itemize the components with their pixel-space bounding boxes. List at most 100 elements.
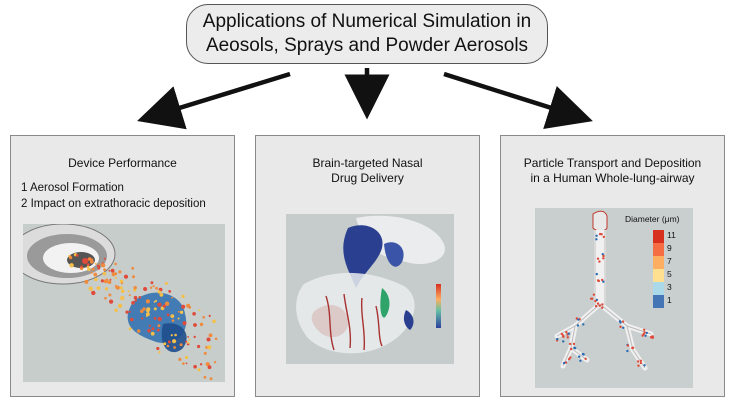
panel-nasal-delivery: Brain-targeted Nasal Drug Delivery	[255, 135, 480, 397]
spray-particle	[163, 342, 167, 346]
airway-particle	[602, 235, 605, 239]
spray-particle	[155, 286, 159, 290]
spray-particle	[103, 279, 108, 284]
airway-particle	[556, 337, 559, 341]
legend-label: 5	[667, 269, 672, 279]
airway-particle	[595, 272, 598, 276]
spray-particle	[150, 331, 155, 336]
spray-particle	[128, 294, 131, 297]
spray-particle	[138, 296, 142, 299]
nasal-cavity-simulation-image	[286, 214, 454, 364]
airway-particle	[562, 340, 565, 343]
spray-particle	[104, 287, 109, 291]
spray-particle	[109, 278, 112, 281]
spray-particle	[103, 268, 106, 272]
airway-particle	[621, 320, 625, 323]
airway-particle	[626, 349, 629, 353]
spray-particle	[87, 267, 91, 272]
spray-particle	[107, 280, 112, 284]
airway-particle	[594, 305, 598, 308]
spray-particle	[93, 272, 98, 277]
airway-particle	[579, 359, 582, 362]
spray-particle	[185, 340, 188, 343]
airway-particle	[601, 306, 604, 309]
spray-particle	[182, 321, 187, 326]
airway-particle	[582, 353, 585, 356]
panel-title: Device Performance	[68, 156, 177, 170]
legend-label: 11	[667, 230, 676, 240]
spray-particle	[207, 365, 212, 370]
spray-particle	[149, 286, 153, 289]
spray-particle	[133, 286, 137, 290]
spray-particle	[209, 377, 213, 381]
spray-particle	[159, 293, 164, 297]
spray-particle	[197, 344, 201, 349]
airway-particle	[602, 257, 605, 260]
spray-particle	[181, 304, 186, 309]
spray-particle	[157, 290, 161, 294]
spray-particle	[80, 265, 83, 268]
airway-particle	[572, 342, 576, 346]
spray-particle	[104, 296, 107, 300]
spray-particle	[199, 322, 204, 327]
spray-particle	[166, 344, 170, 348]
spray-particle	[156, 346, 160, 351]
spray-particle	[103, 257, 106, 260]
spray-particle	[119, 279, 124, 284]
spray-particle	[132, 275, 135, 279]
spray-particle	[134, 299, 137, 302]
spray-particle	[187, 336, 190, 338]
spray-particle	[119, 286, 123, 290]
spray-particle	[128, 327, 132, 331]
spray-particle	[193, 335, 196, 339]
spray-particle	[208, 314, 211, 317]
spray-particle	[179, 343, 183, 347]
airway-particle	[639, 359, 643, 362]
spray-particle	[206, 337, 211, 342]
spray-particle	[192, 312, 196, 316]
spray-particle	[118, 270, 122, 274]
spray-particle	[140, 309, 144, 313]
spray-particle	[133, 295, 138, 300]
spray-particle	[212, 319, 216, 324]
spray-particle	[115, 285, 120, 290]
spray-particle	[98, 263, 101, 266]
spray-particle	[158, 351, 161, 354]
connector-arrows	[137, 68, 593, 130]
spray-particle	[94, 262, 97, 265]
airway-particle	[645, 331, 648, 335]
spray-particle	[101, 263, 106, 268]
spray-particle	[69, 256, 73, 260]
airway-particle	[631, 346, 634, 350]
spray-particle	[166, 313, 170, 317]
spray-particle	[187, 341, 190, 344]
panel-title-line-1: Particle Transport and Deposition	[523, 156, 702, 170]
airway-particle	[562, 361, 566, 365]
spray-simulation-image	[23, 224, 225, 382]
airway-particle	[637, 364, 640, 367]
spray-particle	[94, 277, 98, 282]
spray-particle	[147, 329, 151, 333]
spray-particle	[185, 362, 188, 365]
list-item: 2 Impact on extrathoracic deposition	[21, 198, 206, 210]
panel-item-list: 1 Aerosol Formation 2 Impact on extratho…	[21, 180, 206, 212]
spray-particle	[75, 254, 79, 257]
legend-label: 3	[667, 282, 672, 292]
spray-particle	[198, 309, 201, 312]
spray-particle	[102, 272, 107, 276]
spray-particle	[120, 296, 125, 301]
panel-title-line-2: Drug Delivery	[331, 171, 404, 185]
spray-particle	[110, 268, 115, 273]
panel-title-line-2: in a Human Whole-lung-airway	[530, 171, 695, 185]
legend-swatch	[653, 256, 664, 269]
airway-particle	[594, 299, 597, 303]
spray-particle	[167, 340, 171, 344]
airway-particle	[561, 334, 565, 337]
spray-particle	[108, 293, 112, 297]
airway-particle	[592, 293, 596, 296]
spray-particle	[143, 287, 148, 291]
airway-particle	[598, 260, 601, 263]
spray-particle	[184, 355, 189, 360]
spray-particle	[178, 357, 182, 361]
spray-particle	[177, 310, 180, 313]
